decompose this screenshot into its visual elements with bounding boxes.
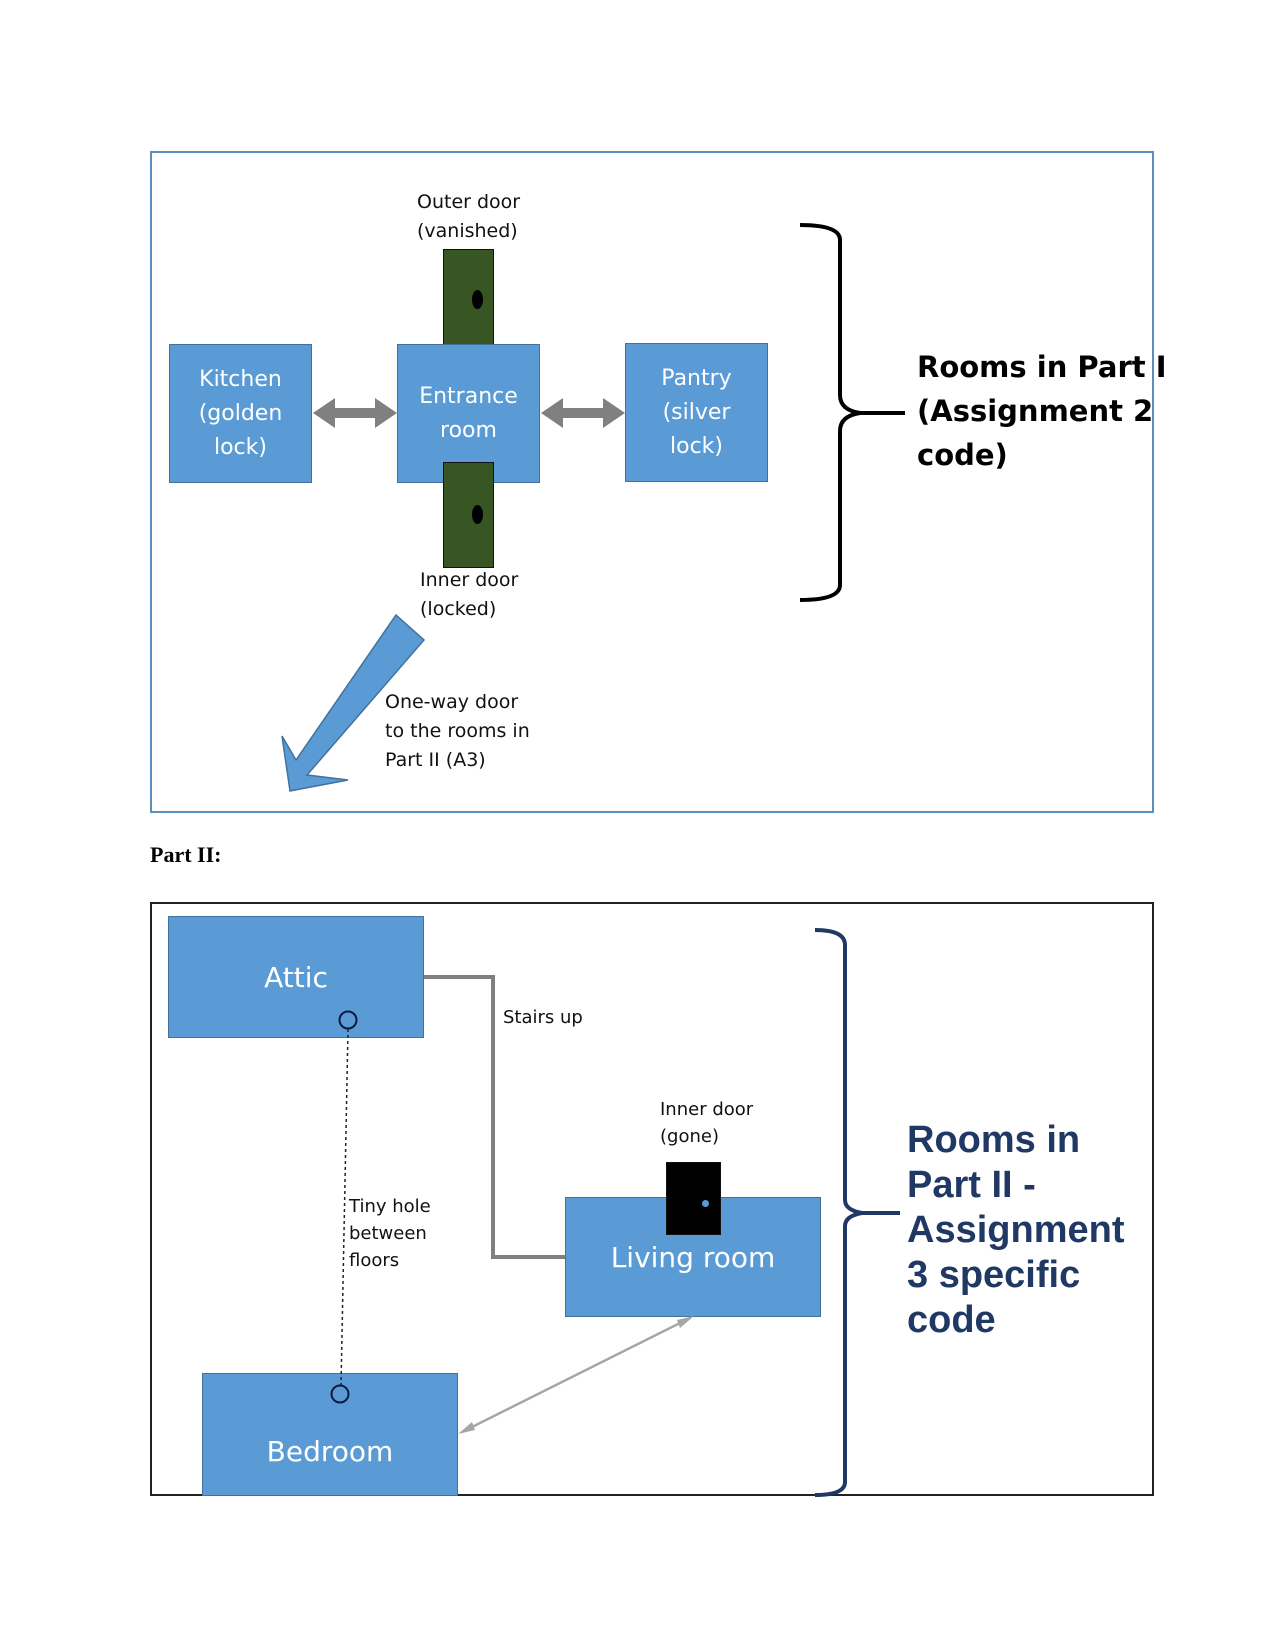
tiny-hole-line [340,1028,349,1387]
part2-heading: Part II: [150,842,222,867]
stairs-connector [424,975,565,1259]
room-pantry: Pantry (silver lock) [625,343,768,482]
bedroom-hole-icon [330,1384,350,1404]
part2-brace-label: Rooms in Part II - Assignment 3 specific… [907,1119,1125,1341]
attic-hole-icon [338,1010,358,1030]
room-bedroom: Bedroom [202,1373,458,1496]
part2-panel [150,902,1154,1496]
room-kitchen: Kitchen (golden lock) [169,344,312,483]
stairs-up-label: Stairs up [503,1007,583,1028]
door-knob-icon [702,1200,709,1207]
inner-door-label: Inner door (locked) [420,569,519,620]
double-arrow-entrance-pantry [541,398,625,428]
room-entrance: Entrance room [397,344,540,483]
outer-door-label: Outer door (vanished) [417,191,521,242]
part1-brace-label: Rooms in Part I (Assignment 2 code) [917,350,1167,472]
tiny-hole-label: Tiny hole between floors [349,1196,431,1271]
bedroom-living-arrow [461,1316,691,1434]
one-way-door-label: One-way door to the rooms in Part II (A3… [385,691,530,771]
door-knob-icon [472,505,483,524]
inner-door-icon [443,462,494,568]
double-arrow-kitchen-entrance [313,398,397,428]
part1-brace [799,223,905,602]
arrow-head-living [677,1316,694,1328]
inner-door-gone-label: Inner door (gone) [660,1099,754,1147]
part2-brace [814,928,900,1497]
one-way-arrow [281,613,426,792]
part1-panel [150,151,1154,813]
room-attic: Attic [168,916,424,1038]
inner-door-gone-icon [666,1162,721,1235]
arrow-head-bedroom [458,1422,475,1434]
door-knob-icon [472,290,483,309]
